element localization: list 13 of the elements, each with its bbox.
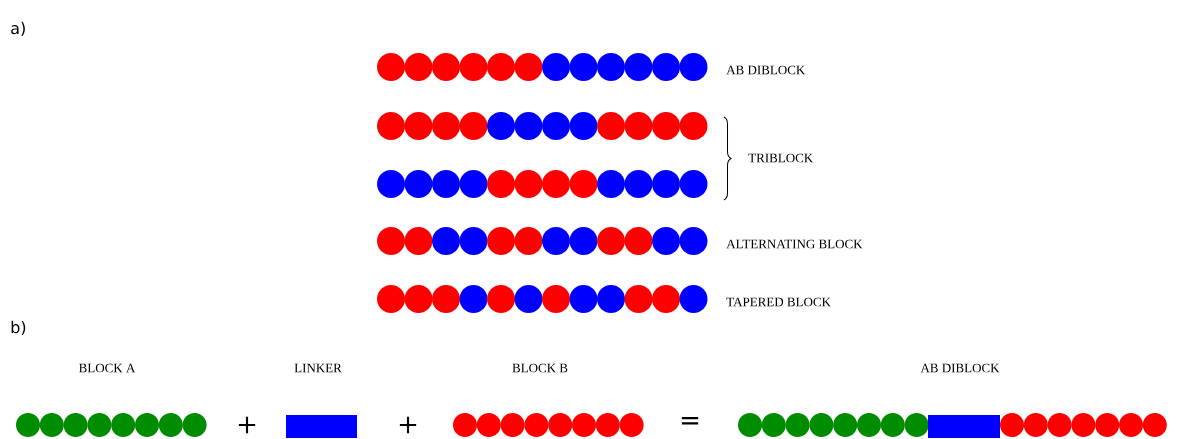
panel-label: b)	[11, 320, 26, 336]
row-label: TAPERED BLOCK	[726, 297, 831, 307]
block-label: BLOCK A	[79, 363, 136, 373]
plus-sign: +	[399, 416, 417, 434]
row-label: AB DIBLOCK	[726, 65, 806, 75]
block-label: BLOCK B	[512, 363, 568, 373]
panel-label: a)	[11, 21, 25, 37]
block-label: AB DIBLOCK	[920, 363, 1000, 373]
row-label: TRIBLOCK	[748, 153, 814, 163]
plus-sign: +	[238, 416, 256, 434]
equals-sign: =	[681, 417, 699, 425]
block-label: LINKER	[294, 363, 342, 373]
row-label: ALTERNATING BLOCK	[726, 239, 863, 249]
